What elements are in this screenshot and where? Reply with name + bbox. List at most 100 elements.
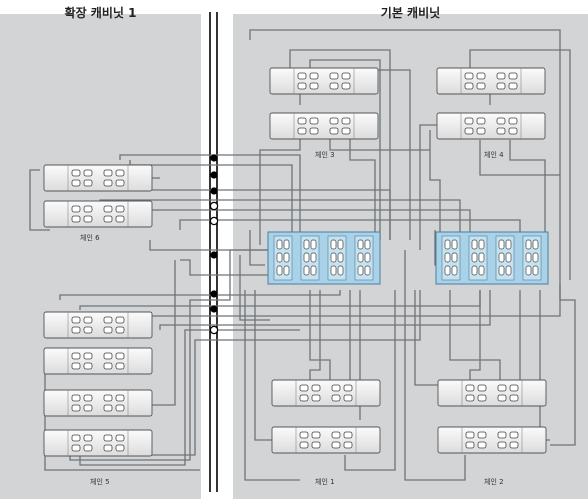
shelf-port [83,352,93,360]
controller-port [444,252,451,263]
shelf-port [496,72,506,80]
shelf-port [103,205,113,213]
disk-shelf [43,389,153,417]
shelf-port [465,394,475,402]
junction-filled-1 [210,154,218,162]
shelf-port [497,441,507,449]
controller-port [364,265,371,276]
shelf-port [103,352,113,360]
controller-port [525,265,532,276]
shelf-port [508,127,518,135]
disk-shelf [43,429,153,457]
shelf-port [464,82,474,90]
shelf-port [83,404,93,412]
controller-port [478,239,485,250]
controller-port [478,265,485,276]
shelf-port [477,384,487,392]
controller-port [337,265,344,276]
controller-port [364,252,371,263]
junction-open-1 [209,201,219,211]
shelf-port [341,117,351,125]
disk-shelf [43,164,153,192]
controller-port [357,252,364,263]
junction-filled-5 [210,290,218,298]
shelf-port [115,394,125,402]
shelf-port [343,394,353,402]
shelf-port [311,441,321,449]
shelf-port [71,205,81,213]
shelf-port [103,404,113,412]
controller-port [525,252,532,263]
shelf-port [115,326,125,334]
shelf-port [476,117,486,125]
shelf-port [115,362,125,370]
shelf-port [496,117,506,125]
controller-port [357,239,364,250]
shelf-port [83,326,93,334]
controller-port [471,265,478,276]
controller-port [310,265,317,276]
controller-port [532,265,539,276]
controller-port [532,239,539,250]
shelf-port [115,404,125,412]
shelf-port [71,169,81,177]
controller-port [498,252,505,263]
shelf-port [309,82,319,90]
shelf-port [71,179,81,187]
shelf-port [83,434,93,442]
disk-shelf [437,426,547,454]
shelf-port [115,352,125,360]
junction-filled-3 [210,187,218,195]
shelf-port [83,362,93,370]
shelf-port [299,441,309,449]
shelf-port [329,82,339,90]
shelf-port [329,117,339,125]
controller-port [498,239,505,250]
controller-port [283,252,290,263]
shelf-port [115,169,125,177]
shelf-port [331,431,341,439]
shelf-port [476,72,486,80]
disk-shelf [436,112,546,140]
shelf-port [297,127,307,135]
shelf-port [103,169,113,177]
disk-shelf [43,200,153,228]
junction-open-2 [209,216,219,226]
controller-port [303,265,310,276]
controller-port [283,239,290,250]
disk-shelves [43,67,547,457]
chain-label-4: 체인 4 [484,151,504,159]
shelf-port [83,316,93,324]
shelf-port [71,444,81,452]
controller-port [478,252,485,263]
expansion-cabinet-title: 확장 캐비닛 1 [64,6,137,20]
shelf-port [508,82,518,90]
controller-port [303,252,310,263]
controller-port [310,252,317,263]
expansion-cabinet: 확장 캐비닛 1 [0,6,201,499]
controller-2 [435,231,549,285]
shelf-port [477,431,487,439]
chain-label-1: 체인 1 [315,478,335,486]
shelf-port [477,441,487,449]
controller-port [451,239,458,250]
shelf-port [509,441,519,449]
shelf-port [331,394,341,402]
disk-shelf [269,67,379,95]
controller-port [276,265,283,276]
controller-port [364,239,371,250]
shelf-port [497,431,507,439]
shelf-port [297,82,307,90]
chain-label-3: 체인 3 [315,151,335,159]
controller-port [337,252,344,263]
chain-label-5: 체인 5 [90,478,110,486]
shelf-port [103,215,113,223]
controller-port [337,239,344,250]
controller-port [276,252,283,263]
shelf-port [311,384,321,392]
shelf-port [103,326,113,334]
shelf-port [341,127,351,135]
shelf-port [71,404,81,412]
shelf-port [103,316,113,324]
disk-shelf [271,426,381,454]
